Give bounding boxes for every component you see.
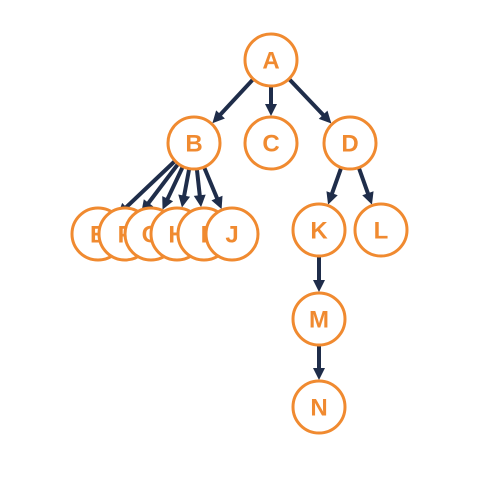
node-k: K bbox=[291, 202, 347, 258]
edge-line bbox=[194, 168, 202, 198]
edge-line bbox=[217, 77, 255, 118]
node-n: N bbox=[291, 379, 347, 435]
node-label: M bbox=[309, 307, 329, 334]
node-label: I bbox=[201, 222, 208, 249]
edge-a-d bbox=[287, 77, 332, 124]
arrowhead-icon bbox=[326, 191, 338, 205]
node-circle bbox=[243, 32, 299, 88]
edge-line bbox=[181, 168, 192, 198]
arrowhead-icon bbox=[362, 191, 374, 205]
arrowhead-icon bbox=[313, 368, 325, 380]
arrowhead-icon bbox=[162, 196, 174, 210]
edge-d-k bbox=[326, 166, 344, 205]
node-label: K bbox=[310, 218, 328, 245]
node-label: B bbox=[185, 131, 202, 158]
node-b: B bbox=[166, 115, 222, 171]
node-label: J bbox=[225, 222, 238, 249]
node-label: A bbox=[262, 48, 279, 75]
nodes-layer: ABCDEFGHIJKLMN bbox=[70, 32, 409, 435]
arrowhead-icon bbox=[211, 195, 223, 210]
node-circle bbox=[291, 291, 347, 347]
edge-line bbox=[287, 77, 326, 118]
arrowhead-icon bbox=[265, 104, 277, 116]
node-circle bbox=[353, 202, 409, 258]
edge-b-h bbox=[178, 168, 192, 208]
edge-line bbox=[202, 166, 220, 201]
node-circle bbox=[204, 206, 260, 262]
node-circle bbox=[243, 115, 299, 171]
node-circle bbox=[291, 202, 347, 258]
node-a: A bbox=[243, 32, 299, 88]
node-c: C bbox=[243, 115, 299, 171]
arrowhead-icon bbox=[318, 110, 332, 124]
edge-d-l bbox=[356, 166, 374, 205]
edge-line bbox=[164, 165, 185, 202]
node-j: J bbox=[204, 206, 260, 262]
node-l: L bbox=[353, 202, 409, 258]
node-label: N bbox=[310, 395, 327, 422]
arrowhead-icon bbox=[193, 194, 206, 208]
edge-line bbox=[145, 162, 180, 206]
edge-b-i bbox=[193, 168, 206, 208]
edge-line bbox=[329, 166, 344, 196]
edges-layer bbox=[117, 77, 374, 380]
node-label: D bbox=[341, 131, 358, 158]
edge-line bbox=[356, 166, 371, 196]
node-circle bbox=[166, 115, 222, 171]
node-label: L bbox=[374, 218, 389, 245]
edge-m-n bbox=[313, 345, 325, 380]
node-label: C bbox=[262, 131, 279, 158]
node-circle bbox=[322, 115, 378, 171]
edge-b-g bbox=[162, 165, 185, 210]
arrowhead-icon bbox=[178, 194, 191, 208]
arrowhead-icon bbox=[313, 280, 325, 292]
node-circle bbox=[291, 379, 347, 435]
edge-k-m bbox=[313, 256, 325, 292]
node-m: M bbox=[291, 291, 347, 347]
edge-b-j bbox=[202, 166, 223, 210]
node-d: D bbox=[322, 115, 378, 171]
arrowhead-icon bbox=[212, 110, 225, 124]
edge-a-b bbox=[212, 77, 255, 124]
edge-line bbox=[123, 159, 177, 210]
edge-a-c bbox=[265, 86, 277, 116]
